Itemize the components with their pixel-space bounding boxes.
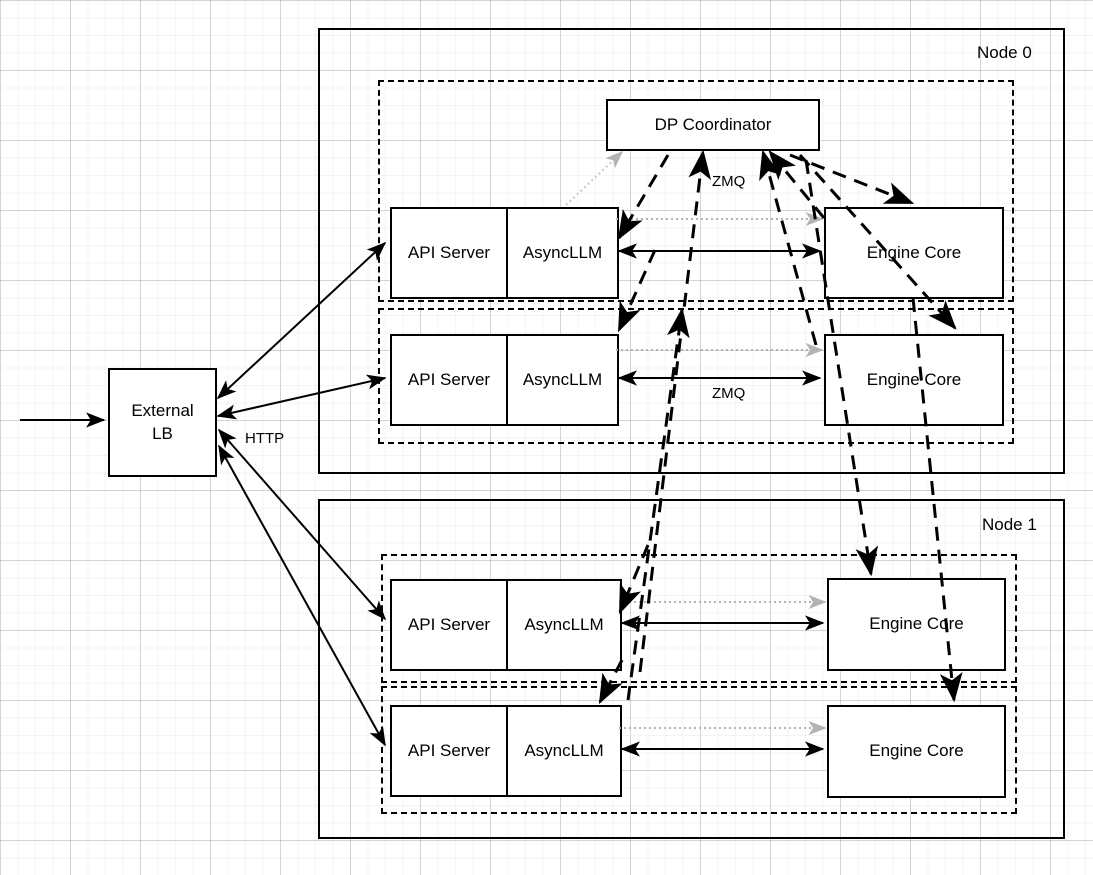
arrow-dashed-coordinator-to-engine-n1u1 (911, 297, 963, 703)
api-server-unit-n1-u0[interactable]: API Server AsyncLLM (390, 579, 622, 671)
external-lb-label-line1: External (131, 400, 194, 420)
asyncllm-label: AsyncLLM (506, 581, 620, 669)
arrow-dashed-coordinator-to-asyncllm-n0u1 (617, 249, 657, 333)
arrow-dashed-engine-n0u1-to-coordinator (759, 149, 818, 346)
dp-coordinator-box[interactable]: DP Coordinator (606, 99, 820, 151)
zmq-edge-label-top: ZMQ (712, 173, 746, 190)
arrow-lb-to-api-n0-u1 (216, 374, 387, 420)
arrow-lb-to-api-n1-u0 (217, 428, 387, 621)
api-server-label: API Server (407, 615, 491, 634)
dp-group-node0-0 (378, 80, 1014, 302)
api-server-label: API Server (407, 741, 491, 760)
arrow-dotted-asyncllm-to-coordinator (565, 150, 624, 206)
asyncllm-label: AsyncLLM (506, 209, 617, 297)
asyncllm-label: AsyncLLM (506, 707, 620, 795)
api-server-unit-n0-u1[interactable]: API Server AsyncLLM (390, 334, 619, 426)
api-server-unit-n0-u0[interactable]: API Server AsyncLLM (390, 207, 619, 299)
engine-core-n0-u1[interactable]: Engine Core (824, 334, 1004, 426)
arrow-dashed-coordinator-to-asyncllm-n0u0 (617, 154, 670, 241)
dp-group-node1-1 (381, 686, 1017, 814)
api-server-label: API Server (407, 370, 491, 389)
api-server-label: API Server (407, 243, 491, 262)
external-lb-box[interactable]: External LB (108, 368, 217, 477)
arrow-lb-to-api-n0-u0 (216, 241, 387, 400)
zmq-edge-label-mid: ZMQ (712, 385, 746, 402)
arrow-dashed-engine-n1u0-to-coordinator (638, 149, 712, 673)
asyncllm-label: AsyncLLM (506, 336, 617, 424)
arrow-dashed-coordinator-to-engine-n0u1 (798, 153, 957, 330)
arrow-dashed-coordinator-to-engine-n1u0 (804, 159, 879, 577)
engine-core-n1-u1[interactable]: Engine Core (827, 705, 1006, 798)
api-server-unit-n1-u1[interactable]: API Server AsyncLLM (390, 705, 622, 797)
arrow-dashed-coordinator-to-asyncllm-n1u0 (618, 544, 650, 615)
node-1-label: Node 1 (982, 515, 1037, 534)
external-lb-label-line2: LB (152, 423, 173, 443)
arrow-dashed-engine-n1u1-to-coordinator (626, 307, 690, 701)
arrow-lb-to-api-n1-u1 (218, 444, 386, 747)
arrow-dashed-coordinator-to-asyncllm-n1u1 (598, 659, 624, 705)
node-0-label: Node 0 (977, 43, 1032, 62)
engine-core-n1-u0[interactable]: Engine Core (827, 578, 1006, 671)
